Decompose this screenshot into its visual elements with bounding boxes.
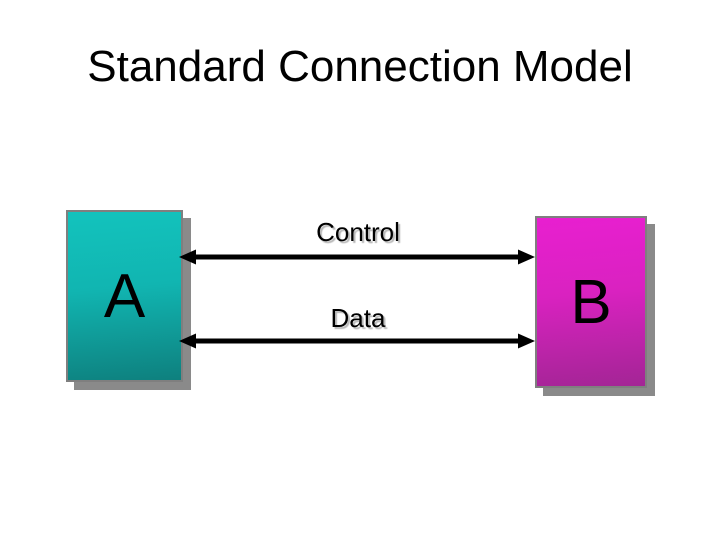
node-box-b: B [535,216,647,388]
double-arrow-icon [179,249,535,265]
node-a-label: A [103,261,146,331]
node-box-a: A [66,210,183,382]
data-link-label: Data [330,303,386,333]
double-arrow-icon [179,333,535,349]
data-double-arrow [178,332,536,350]
control-link-label: Control [316,217,400,247]
control-double-arrow [178,248,536,266]
slide-title: Standard Connection Model [87,42,633,91]
node-b-label: B [570,267,612,337]
